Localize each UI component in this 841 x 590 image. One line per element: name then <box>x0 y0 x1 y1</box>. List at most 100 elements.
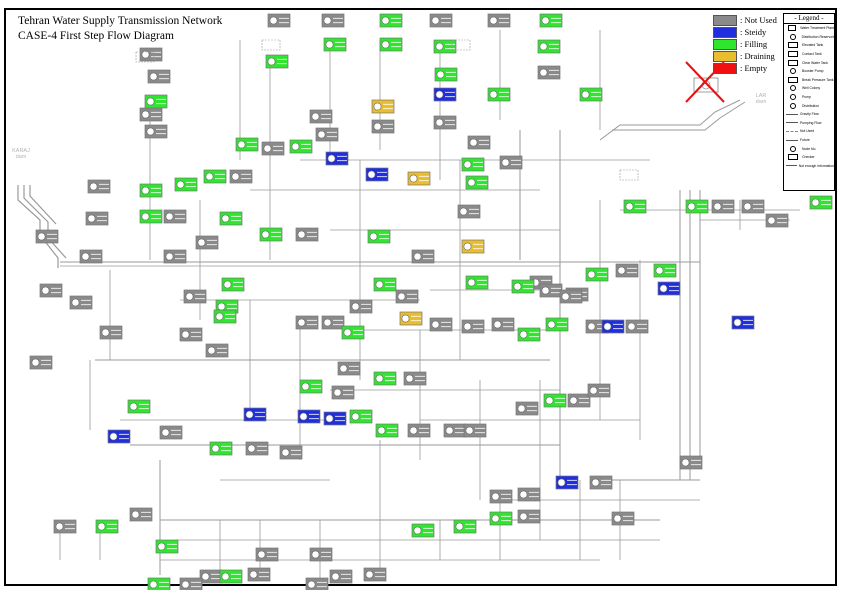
facility-node <box>144 124 168 139</box>
node-circle <box>291 142 300 151</box>
facility-node <box>679 455 703 470</box>
node-circle <box>713 202 722 211</box>
node-circle <box>231 172 240 181</box>
node-circle <box>89 182 98 191</box>
facility-node <box>325 151 349 166</box>
facility-node <box>399 311 423 326</box>
node-circle <box>55 522 64 531</box>
facility-node <box>517 327 541 342</box>
facility-node <box>39 283 63 298</box>
facility-node <box>539 283 563 298</box>
facility-node <box>255 547 279 562</box>
node-circle <box>37 232 46 241</box>
node-circle <box>733 318 742 327</box>
status-key: : Not Used: Steidy: Filling: Draining: E… <box>713 14 777 74</box>
diagram-frame <box>4 8 837 586</box>
facility-node <box>539 13 563 28</box>
node-circle <box>281 448 290 457</box>
facility-node <box>85 211 109 226</box>
node-circle <box>351 412 360 421</box>
facility-node <box>247 567 271 582</box>
node-circle <box>165 212 174 221</box>
facility-node <box>199 569 223 584</box>
node-circle <box>459 207 468 216</box>
legend-label: Not Used <box>800 129 815 134</box>
facility-node <box>489 511 513 526</box>
facility-node <box>337 361 361 376</box>
facility-node <box>585 267 609 282</box>
node-circle <box>587 270 596 279</box>
facility-node <box>213 309 237 324</box>
facility-node <box>457 204 481 219</box>
node-circle <box>365 570 374 579</box>
facility-node <box>321 13 345 28</box>
node-circle <box>141 50 150 59</box>
legend-row: Distribution Reservoir <box>784 33 834 42</box>
pipe-segment <box>612 101 746 131</box>
node-circle <box>627 322 636 331</box>
node-circle <box>587 322 596 331</box>
facility-node <box>261 141 285 156</box>
node-circle <box>297 318 306 327</box>
node-circle <box>445 426 454 435</box>
node-circle <box>743 202 752 211</box>
facility-node <box>579 87 603 102</box>
facility-node <box>543 393 567 408</box>
legend-row: Checker <box>784 153 834 162</box>
facility-node <box>219 211 243 226</box>
node-circle <box>513 282 522 291</box>
facility-node <box>429 317 453 332</box>
node-circle <box>435 90 444 99</box>
node-circle <box>217 302 226 311</box>
node-circle <box>176 180 185 189</box>
facility-node <box>487 13 511 28</box>
not-used-box <box>135 51 155 63</box>
facility-node <box>209 441 233 456</box>
legend-row: Pump <box>784 93 834 102</box>
node-circle <box>519 330 528 339</box>
facility-node <box>489 489 513 504</box>
node-circle <box>489 90 498 99</box>
node-circle <box>455 522 464 531</box>
facility-node <box>461 319 485 334</box>
circle-icon <box>790 94 796 101</box>
facility-node <box>373 277 397 292</box>
not-used-box <box>261 39 281 51</box>
facility-node <box>163 249 187 264</box>
facility-node <box>267 13 291 28</box>
facility-node <box>463 423 487 438</box>
node-circle <box>201 572 210 581</box>
node-circle <box>141 186 150 195</box>
pipe-segment <box>17 185 59 268</box>
node-circle <box>517 404 526 413</box>
legend-row: Pumping Flow <box>784 119 834 128</box>
facility-node <box>555 475 579 490</box>
node-circle <box>541 286 550 295</box>
node-circle <box>269 16 278 25</box>
facility-node <box>79 249 103 264</box>
node-circle <box>221 214 230 223</box>
facility-node <box>69 295 93 310</box>
facility-node <box>159 425 183 440</box>
node-circle <box>547 320 556 329</box>
node-circle <box>681 458 690 467</box>
facility-node <box>371 119 395 134</box>
facility-node <box>295 227 319 242</box>
node-circle <box>146 127 155 136</box>
node-circle <box>659 284 668 293</box>
facility-node <box>99 325 123 340</box>
facility-node <box>429 13 453 28</box>
node-circle <box>435 42 444 51</box>
facility-node <box>179 327 203 342</box>
facility-node <box>363 567 387 582</box>
legend-row: Booster Pump <box>784 67 834 76</box>
facility-node <box>601 319 625 334</box>
node-circle <box>767 216 776 225</box>
node-circle <box>377 426 386 435</box>
facility-node <box>265 54 289 69</box>
status-swatch <box>713 26 737 38</box>
node-circle <box>181 330 190 339</box>
facility-node <box>371 99 395 114</box>
legend-row: Water Treatment Plant <box>784 24 834 33</box>
